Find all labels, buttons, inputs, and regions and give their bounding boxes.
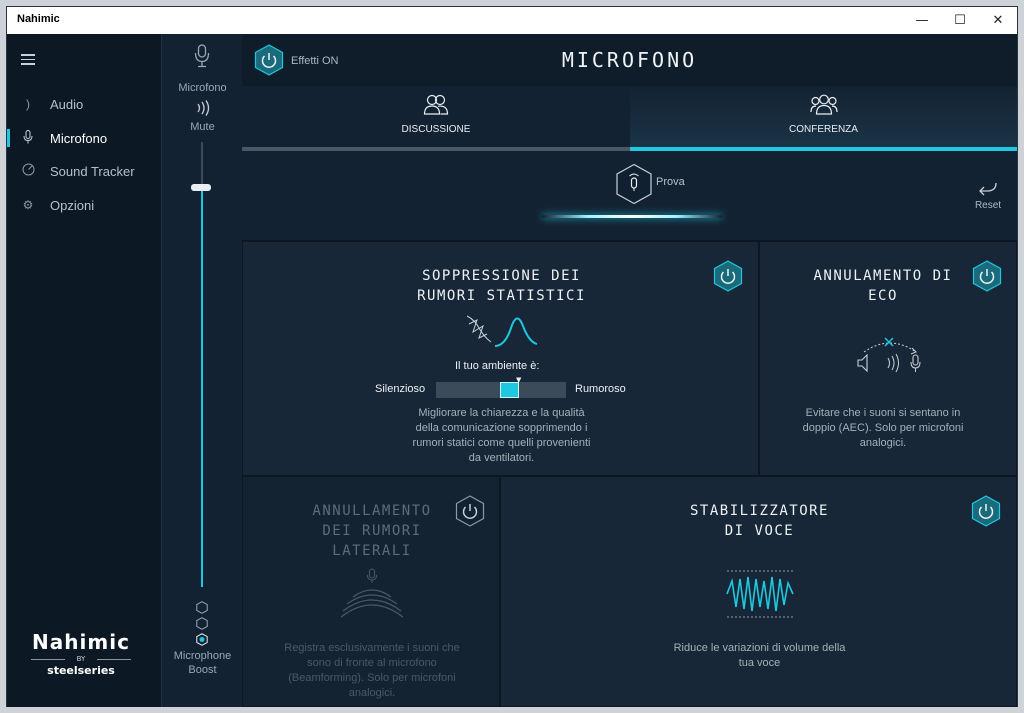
speaker-icon: ) [26,97,30,111]
mic-label: Microfono [178,82,227,94]
tab-label: CONFERENZA [789,124,858,135]
voice-wave-icon [725,567,795,625]
noise-wave-icon [465,308,539,354]
boost-step-1[interactable] [196,633,208,646]
sidebar-item-audio[interactable]: ) Audio [7,89,161,119]
noisy-label: Rumoroso [575,383,626,395]
people-icon [242,94,630,118]
voice-power-button[interactable] [971,495,1001,527]
mic-icon [20,129,36,147]
tab-discussione[interactable]: DISCUSSIONE [242,86,630,151]
tab-label: DISCUSSIONE [401,124,471,135]
main-content: Effetti ON MICROFONO DISCUSSIONE CONFERE… [242,34,1017,707]
mute-icon[interactable] [196,100,210,120]
echo-power-button[interactable] [972,260,1002,292]
mic-volume-track[interactable] [201,142,203,587]
effects-label: Effetti ON [291,55,339,67]
environment-label: Il tuo ambiente è: [455,360,540,372]
group-icon [630,94,1017,118]
reset-label: Reset [974,200,1002,211]
test-level-glow [542,215,722,218]
minimize-button[interactable]: — [915,13,929,28]
slider-pointer-icon: ▼ [516,376,522,384]
sidebar-item-label: Sound Tracker [50,163,135,179]
tab-conferenza[interactable]: CONFERENZA [630,86,1017,151]
test-label: Prova [656,176,685,188]
title-bar: Nahimic — ☐ ✕ [7,7,1017,34]
sidebar: ) Audio Microfono Sound Tracker ⚙ Opzion… [7,34,161,707]
sidebar-item-label: Opzioni [50,197,95,213]
hamburger-menu-icon[interactable] [21,54,35,68]
window-title: Nahimic [17,13,60,25]
effects-power-button[interactable] [254,44,284,76]
boost-label-line2: Boost [188,664,217,676]
header: Effetti ON MICROFONO [242,34,1017,86]
reset-button[interactable]: Reset [968,181,1008,211]
close-button[interactable]: ✕ [992,13,1004,28]
beamforming-icon [340,567,404,623]
boost-label-line1: Microphone [173,650,232,662]
environment-slider[interactable]: ▼ [436,376,566,398]
quiet-label: Silenzioso [375,383,426,395]
mic-volume-slider-thumb[interactable] [191,184,211,191]
page-title: MICROFONO [561,48,698,72]
mic-icon [194,44,210,72]
side-noise-power-button[interactable] [455,495,485,527]
maximize-button[interactable]: ☐ [954,13,966,28]
mute-label: Mute [190,121,215,133]
test-section: Prova Reset [242,151,1017,241]
echo-icon [854,334,928,382]
brand-by: BY [31,655,131,663]
boost-step-2[interactable] [196,617,208,630]
noise-power-button[interactable] [713,260,743,292]
sidebar-item-opzioni[interactable]: ⚙ Opzioni [7,190,161,220]
test-mic-button[interactable] [615,163,653,209]
brand-partner: steelseries [47,664,115,677]
reset-icon [968,181,1008,200]
brand-name: Nahimic [32,630,130,654]
sidebar-item-label: Audio [50,96,84,112]
mode-tabs: DISCUSSIONE CONFERENZA [242,86,1017,151]
sidebar-item-label: Microfono [50,130,108,146]
boost-step-3[interactable] [196,601,208,614]
radar-icon [20,163,36,179]
brand-logo: Nahimic BY steelseries [31,630,131,677]
sidebar-item-sound-tracker[interactable]: Sound Tracker [7,156,161,186]
app-window: Nahimic — ☐ ✕ ) Audio Microfono Sound Tr… [6,6,1018,707]
mic-level-panel: Microfono Mute Microphone Boost [161,34,242,707]
gear-icon: ⚙ [22,198,34,212]
sidebar-item-microfono[interactable]: Microfono [7,123,161,153]
environment-slider-thumb[interactable] [500,382,519,398]
